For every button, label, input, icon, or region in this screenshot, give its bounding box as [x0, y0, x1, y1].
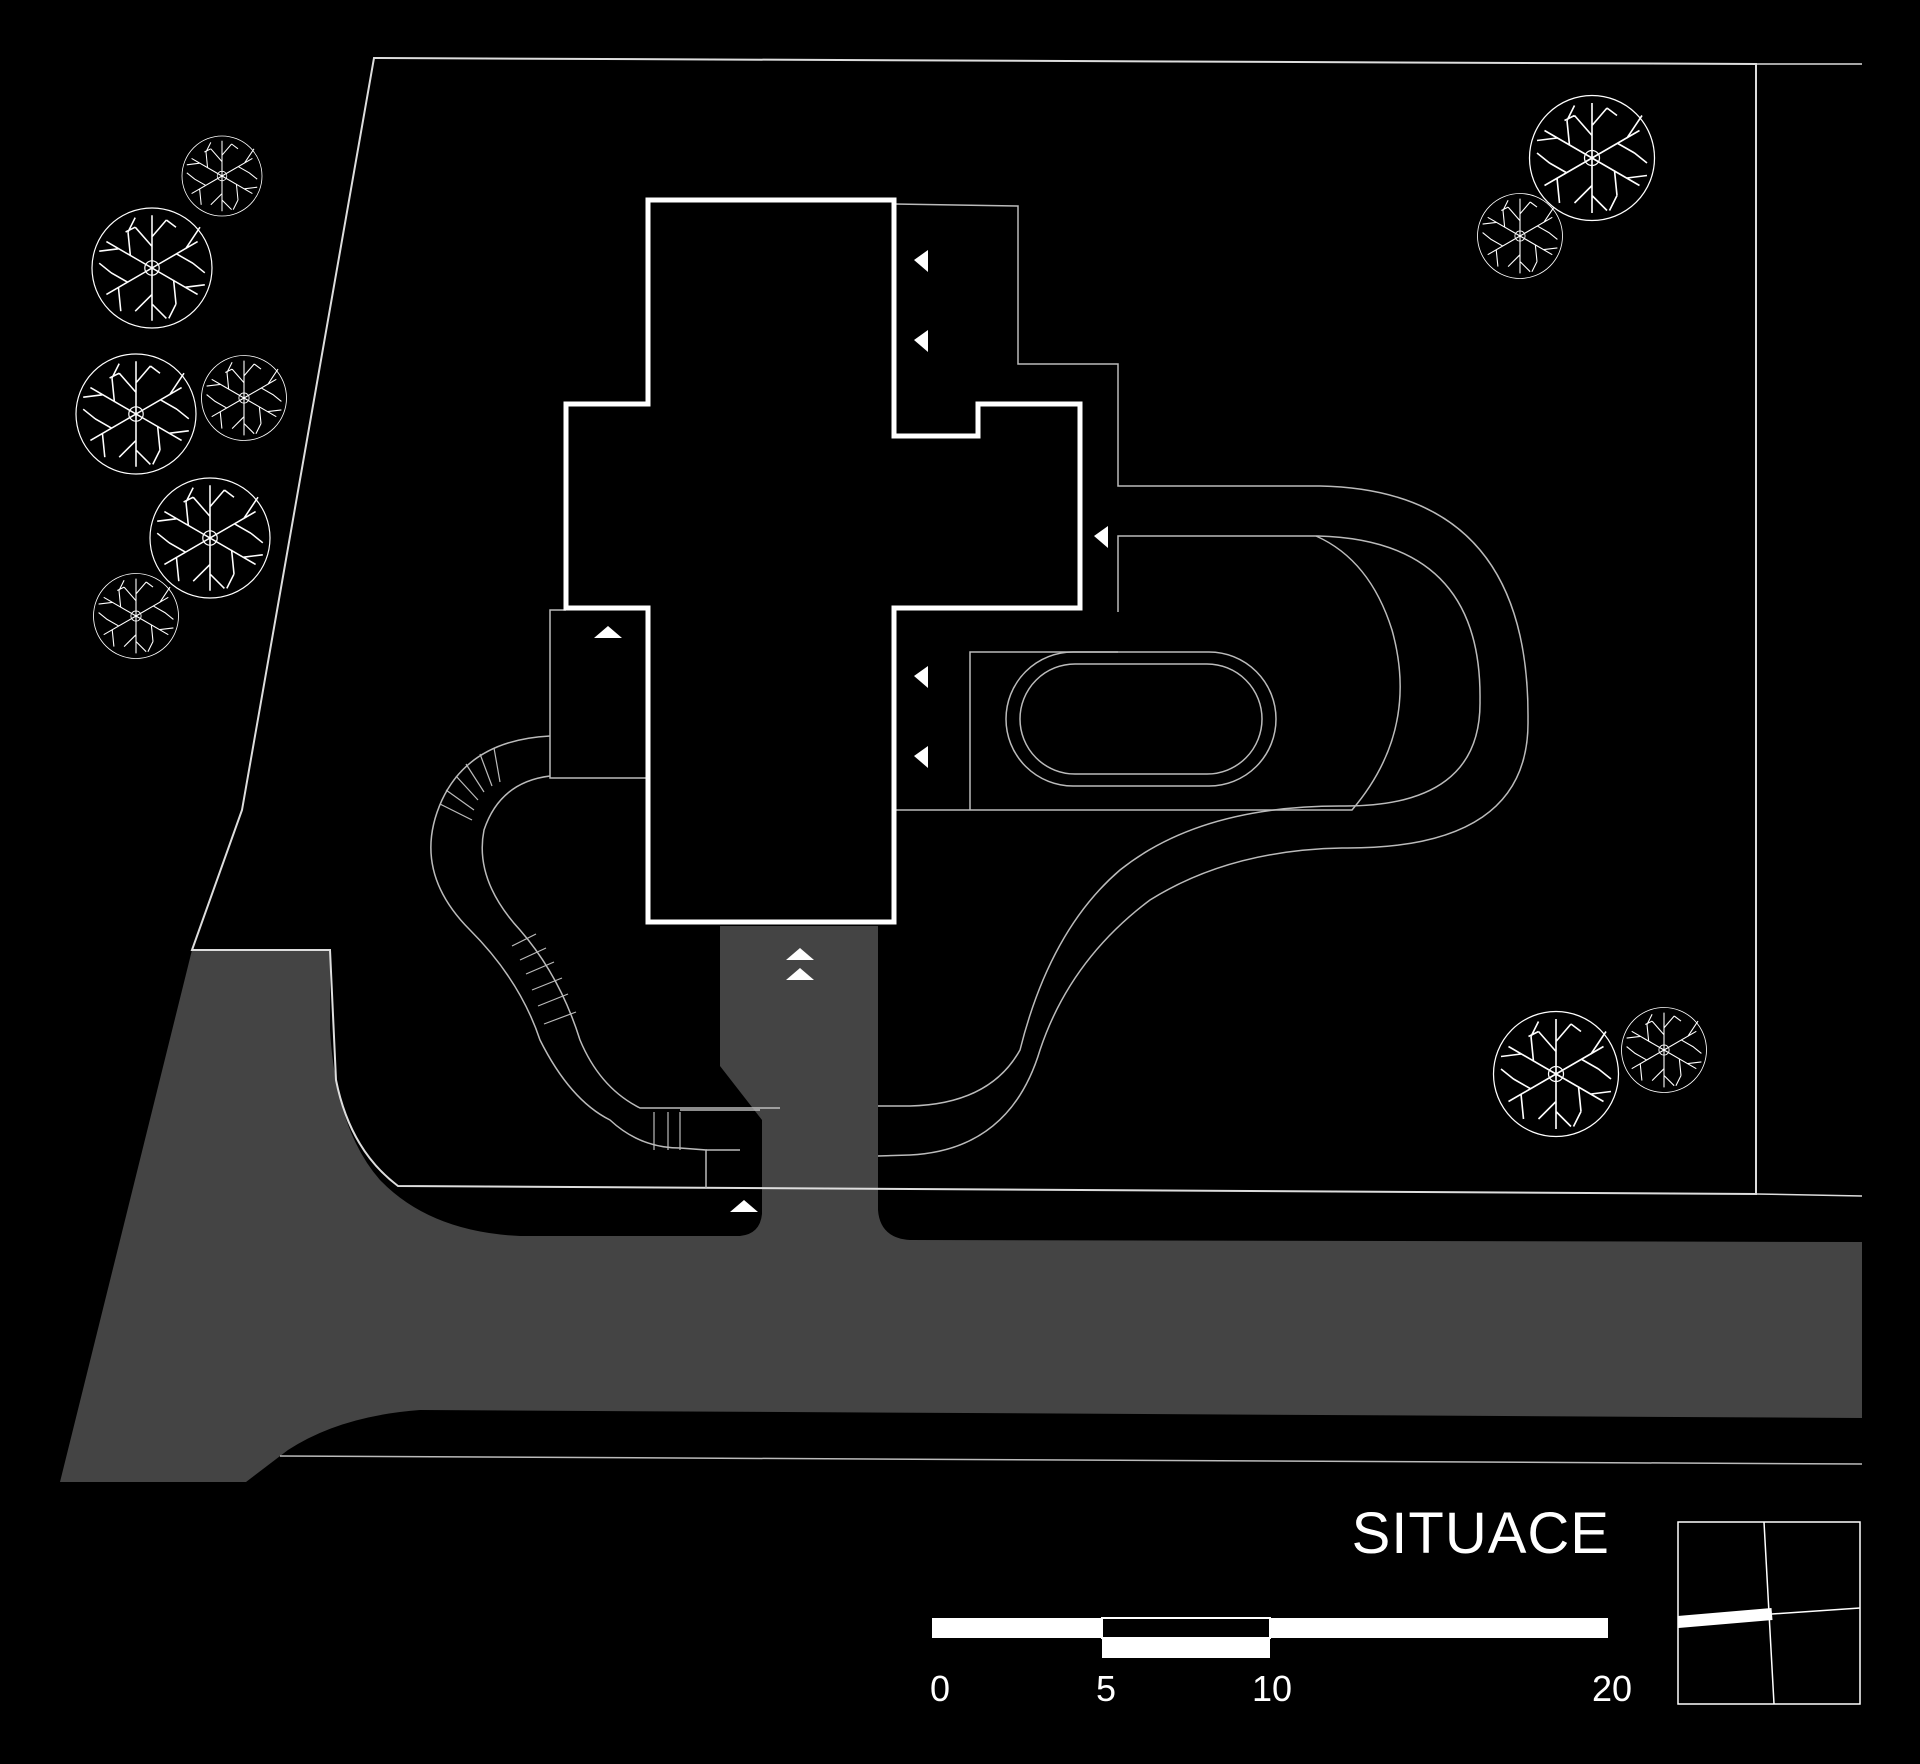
road-edge-line — [279, 1455, 1863, 1465]
boundary-extension-bottom — [1755, 1193, 1863, 1197]
pool-inner — [1019, 663, 1263, 775]
terrace-upper — [877, 203, 1529, 1157]
stair-treads — [439, 747, 681, 1150]
west-terrace — [549, 609, 648, 779]
house-outline — [563, 197, 1083, 925]
tree-group-west — [75, 135, 288, 660]
west-path-inner — [481, 775, 780, 1109]
drawing-title: SITUACE — [1351, 1501, 1610, 1566]
road — [60, 926, 1862, 1482]
tree-group-northeast — [1476, 94, 1656, 280]
property-boundary — [190, 56, 1757, 1196]
entry-step — [680, 1109, 760, 1151]
scale-tick-20: 20 — [1591, 1668, 1633, 1709]
scale-tick-10: 10 — [1251, 1668, 1293, 1709]
scale-tick-0: 0 — [929, 1668, 951, 1709]
scale-tick-5: 5 — [1095, 1668, 1117, 1709]
entrance-arrows — [594, 250, 1108, 1212]
pool-deck — [896, 535, 1401, 811]
scale-bar — [932, 1617, 1608, 1658]
location-key-marker — [1677, 1608, 1773, 1628]
west-path-outer — [430, 735, 707, 1188]
tree-group-southeast — [1492, 1006, 1708, 1138]
pool-outer — [1005, 651, 1277, 787]
